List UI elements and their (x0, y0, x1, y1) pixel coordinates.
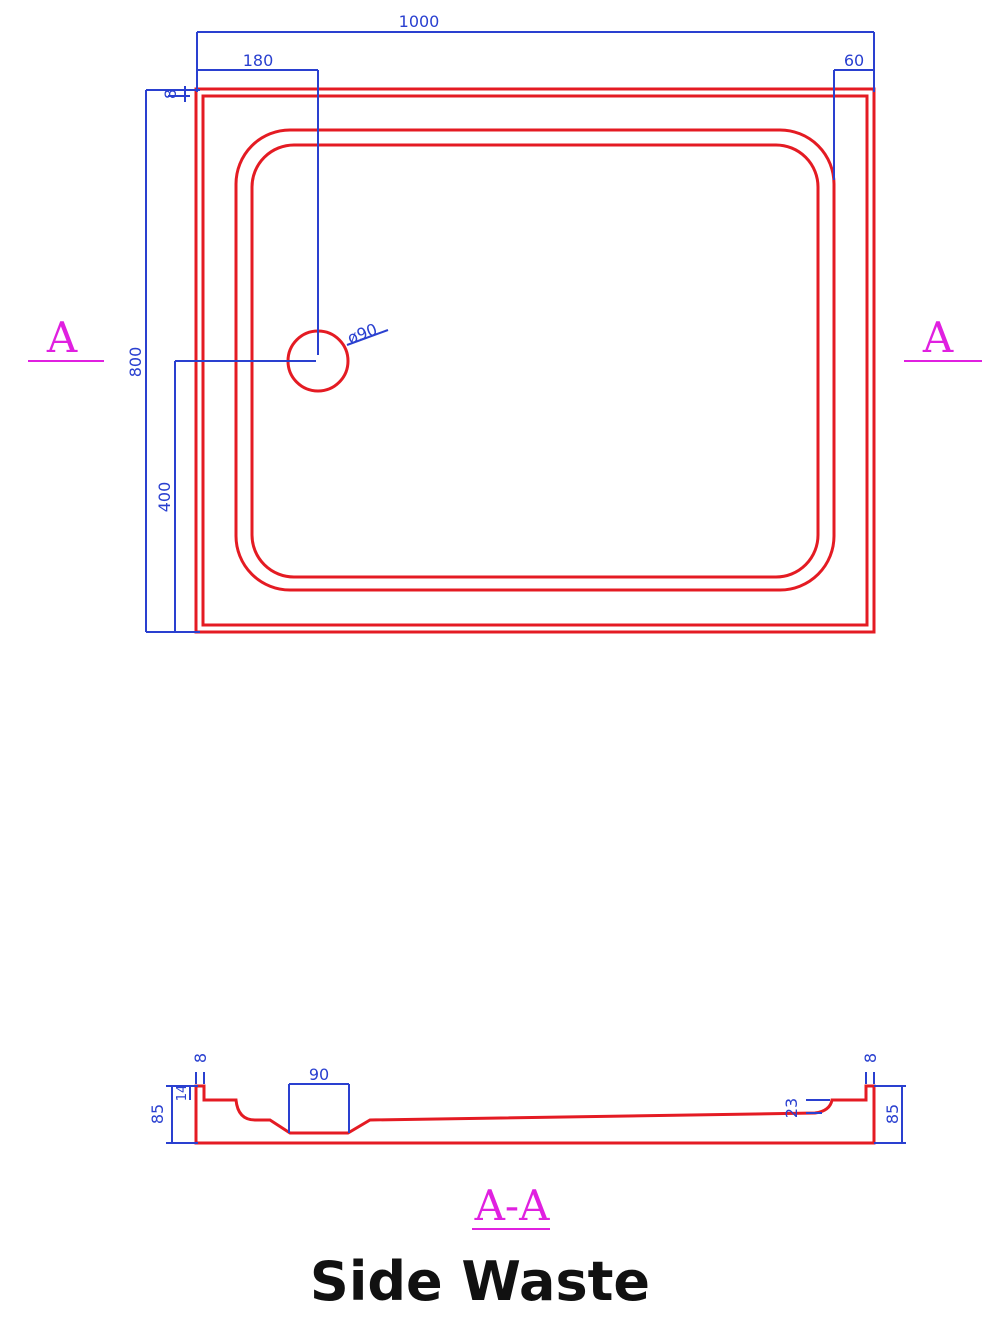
tray-basin-outer (234, 128, 836, 592)
inner-step-label: 14 (175, 1085, 190, 1102)
tray-side-section (194, 1084, 876, 1145)
depth-dimension-label: 800 (126, 347, 145, 378)
left-edge-label: 8 (191, 1053, 210, 1063)
waste-offset-label: 180 (243, 51, 274, 70)
side-view-dimensions (166, 1072, 906, 1144)
left-height-label: 85 (148, 1104, 167, 1124)
slope-label: 23 (782, 1098, 801, 1118)
rim-width-label: 60 (844, 51, 864, 70)
section-mark-left: A (46, 313, 78, 362)
tray-basin-inner (250, 143, 820, 579)
section-view-label: A-A (474, 1181, 551, 1230)
right-edge-label: 8 (861, 1053, 880, 1063)
edge-thickness-label: 8 (161, 89, 180, 99)
waste-center-label: 400 (155, 482, 174, 513)
side-view-dimension-labels: 85 14 8 90 23 8 85 (148, 1053, 902, 1124)
drawing-caption: Side Waste (310, 1250, 650, 1313)
section-mark-right: A (922, 313, 954, 362)
waste-width-label: 90 (309, 1065, 329, 1084)
waste-diameter-label: ø90 (345, 320, 380, 348)
right-height-label: 85 (883, 1104, 902, 1124)
side-section-profile (194, 1084, 876, 1145)
width-dimension-label: 1000 (399, 12, 440, 31)
section-marks: A A (28, 313, 982, 362)
top-view-dimensions (145, 31, 875, 633)
